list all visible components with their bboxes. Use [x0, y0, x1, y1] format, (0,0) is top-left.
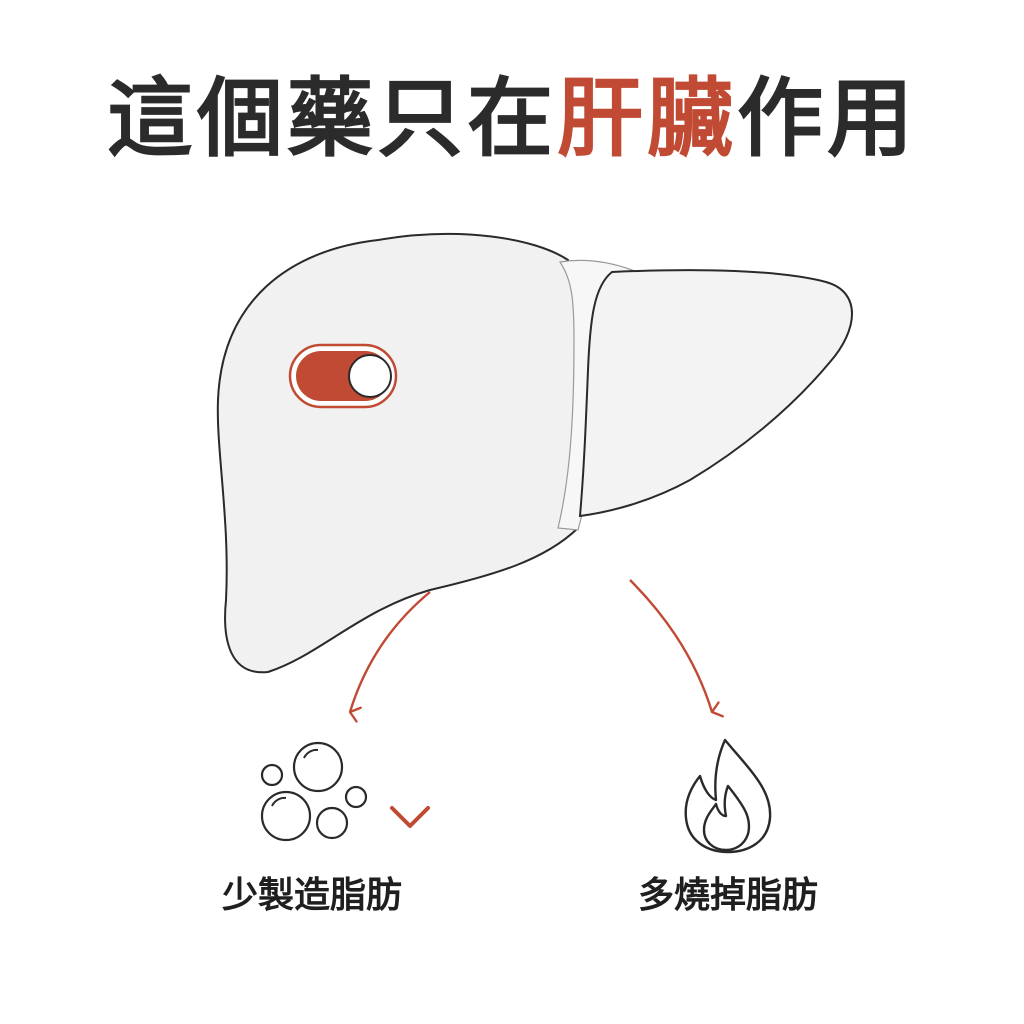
- outcome-label-left: 少製造脂肪: [221, 875, 403, 916]
- liver-illustration: [216, 233, 853, 674]
- title-suffix: 作用: [737, 69, 917, 169]
- title-prefix: 這個藥只在: [107, 69, 557, 169]
- liver-left-lobe: [216, 233, 581, 674]
- fat-droplets-icon: [260, 741, 368, 842]
- title-highlight: 肝臟: [557, 69, 737, 169]
- toggle-switch-icon: [288, 343, 398, 409]
- liver-right-lobe: [578, 269, 853, 518]
- chevron-down-icon: [390, 806, 430, 828]
- arrow-left: [348, 591, 431, 723]
- arrow-right: [629, 579, 724, 718]
- flame-icon: [684, 738, 772, 854]
- outcome-label-right: 多燒掉脂肪: [637, 875, 819, 916]
- page-title: 這個藥只在肝臟作用: [0, 76, 1024, 162]
